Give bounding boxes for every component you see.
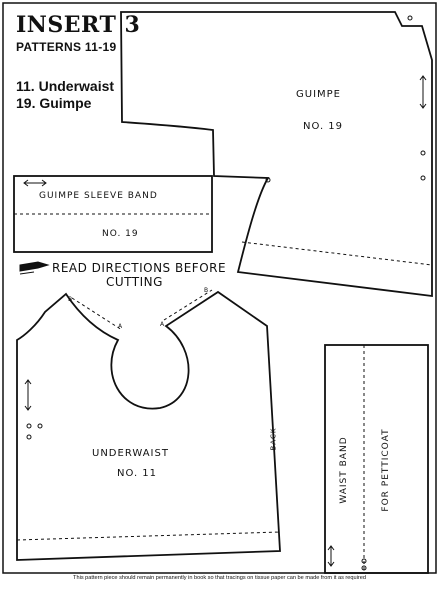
guimpe-number: NO. 19 (303, 121, 344, 132)
instruction-line-1: READ DIRECTIONS BEFORE (52, 261, 227, 275)
underwaist-back-label: BACK (269, 427, 278, 451)
notch-circle-icon (37, 423, 43, 429)
shoulder-mark: A (118, 323, 123, 330)
waist-band-name: WAIST BAND (339, 436, 349, 504)
instruction-line-2: CUTTING (106, 275, 163, 289)
double-arrow-icon (327, 545, 335, 567)
patterns-title: PATTERNS 11-19 (16, 40, 117, 54)
footer-note: This pattern piece should remain permane… (73, 575, 366, 581)
shoulder-mark: B (68, 296, 72, 303)
waist-band-outline (324, 344, 429, 574)
notch-circle-icon (420, 150, 426, 156)
underwaist-shoulder-seam (163, 289, 213, 321)
outer-border (2, 2, 437, 574)
guimpe-hem-line (241, 241, 433, 266)
shoulder-mark: A (160, 321, 165, 328)
notch-circle-icon (361, 558, 367, 564)
notch-circle-icon (361, 565, 367, 571)
waist-band-subtitle: FOR PETTICOAT (381, 428, 391, 512)
notch-circle-icon (265, 177, 271, 183)
guimpe-name: GUIMPE (296, 89, 341, 100)
pattern-list-item: 11. Underwaist (16, 78, 115, 94)
double-arrow-icon (23, 179, 47, 187)
underwaist-shoulder-seam (71, 297, 123, 331)
double-arrow-icon (24, 379, 32, 411)
notch-circle-icon (26, 434, 32, 440)
notch-circle-icon (407, 15, 413, 21)
underwaist-outline (16, 290, 281, 561)
underwaist-number: NO. 11 (117, 468, 158, 479)
notch-circle-icon (26, 423, 32, 429)
sleeve-band-name: GUIMPE SLEEVE BAND (39, 191, 158, 201)
underwaist-name: UNDERWAIST (92, 448, 169, 459)
insert-title: INSERT 3 (16, 12, 141, 38)
guimpe-outline (120, 11, 433, 298)
pattern-list-item: 19. Guimpe (16, 95, 92, 111)
underwaist-hem-line (16, 531, 281, 541)
sleeve-band-number: NO. 19 (102, 229, 139, 239)
shoulder-mark: B (204, 287, 208, 294)
double-arrow-icon (419, 75, 427, 109)
pointing-hand-icon (19, 261, 50, 275)
notch-circle-icon (420, 175, 426, 181)
